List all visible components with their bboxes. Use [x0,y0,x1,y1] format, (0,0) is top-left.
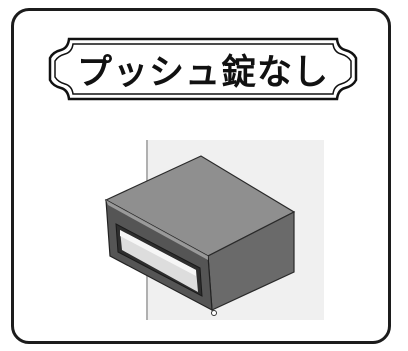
mailbox-icon [104,140,324,320]
mailbox-illustration [96,138,326,327]
option-label-text: プッシュ錠なし [76,52,329,93]
option-label-plate: プッシュ錠なし [47,36,359,102]
label-frame-icon [48,37,358,101]
